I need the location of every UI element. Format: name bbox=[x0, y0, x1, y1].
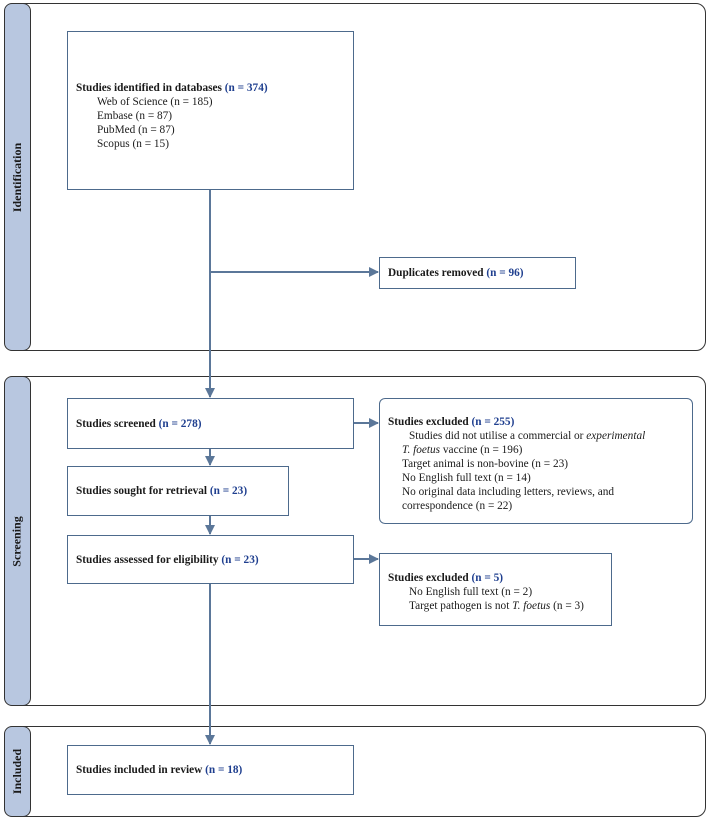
studies-screened-count: (n = 278) bbox=[158, 417, 202, 430]
excluded-reason-no-original-data: No original data including letters, revi… bbox=[402, 486, 615, 498]
included-count: (n = 18) bbox=[205, 764, 243, 776]
studies-screened-title: Studies screened bbox=[76, 417, 156, 430]
studies-sought-retrieval-box: Studies sought for retrieval (n = 23) bbox=[67, 466, 289, 516]
excluded-screening-title: Studies excluded bbox=[388, 416, 469, 428]
eligibility-count: (n = 23) bbox=[221, 553, 259, 566]
database-embase: Embase (n = 87) bbox=[97, 110, 173, 122]
studies-identified-box: Studies identified in databases (n = 374… bbox=[67, 31, 354, 190]
studies-excluded-screening-box: Studies excluded (n = 255) Studies did n… bbox=[379, 398, 693, 524]
duplicates-removed-title: Duplicates removed bbox=[388, 267, 484, 279]
studies-excluded-eligibility-box: Studies excluded (n = 5) No English full… bbox=[379, 553, 612, 626]
excluded-reason-no-english: No English full text (n = 14) bbox=[402, 472, 531, 484]
eligibility-title: Studies assessed for eligibility bbox=[76, 553, 219, 566]
duplicates-removed-count: (n = 96) bbox=[486, 267, 524, 279]
identification-stage-bar: Identification bbox=[4, 3, 31, 351]
eligibility-reason-no-english: No English full text (n = 2) bbox=[409, 586, 533, 598]
excluded-reason-no-vaccine-cont: T. foetus vaccine (n = 196) bbox=[402, 444, 523, 456]
included-title: Studies included in review bbox=[76, 764, 203, 776]
database-web-of-science: Web of Science (n = 185) bbox=[97, 96, 213, 108]
excluded-eligibility-title: Studies excluded bbox=[388, 572, 469, 584]
retrieval-count: (n = 23) bbox=[209, 485, 248, 497]
duplicates-removed-box: Duplicates removed (n = 96) bbox=[379, 257, 576, 289]
eligibility-reason-wrong-pathogen: Target pathogen is not T. foetus (n = 3) bbox=[409, 600, 584, 612]
retrieval-title: Studies sought for retrieval bbox=[76, 485, 208, 497]
included-stage-bar: Included bbox=[4, 726, 31, 817]
excluded-screening-count: (n = 255) bbox=[471, 416, 515, 428]
studies-identified-title: Studies identified in databases bbox=[76, 82, 222, 94]
excluded-reason-no-vaccine: Studies did not utilise a commercial or … bbox=[409, 430, 646, 442]
excluded-reason-no-original-data-cont: correspondence (n = 22) bbox=[402, 500, 513, 512]
studies-included-box: Studies included in review (n = 18) bbox=[67, 745, 354, 795]
database-scopus: Scopus (n = 15) bbox=[97, 138, 169, 150]
studies-assessed-eligibility-box: Studies assessed for eligibility (n = 23… bbox=[67, 535, 354, 584]
database-pubmed: PubMed (n = 87) bbox=[97, 124, 175, 136]
excluded-eligibility-count: (n = 5) bbox=[471, 572, 504, 584]
excluded-reason-non-bovine: Target animal is non-bovine (n = 23) bbox=[402, 458, 568, 470]
studies-identified-count: (n = 374) bbox=[224, 82, 268, 94]
screening-stage-bar: Screening bbox=[4, 376, 31, 706]
studies-identified-heading: Studies identified in databases (n = 374… bbox=[76, 81, 345, 95]
studies-screened-box: Studies screened (n = 278) bbox=[67, 398, 354, 449]
